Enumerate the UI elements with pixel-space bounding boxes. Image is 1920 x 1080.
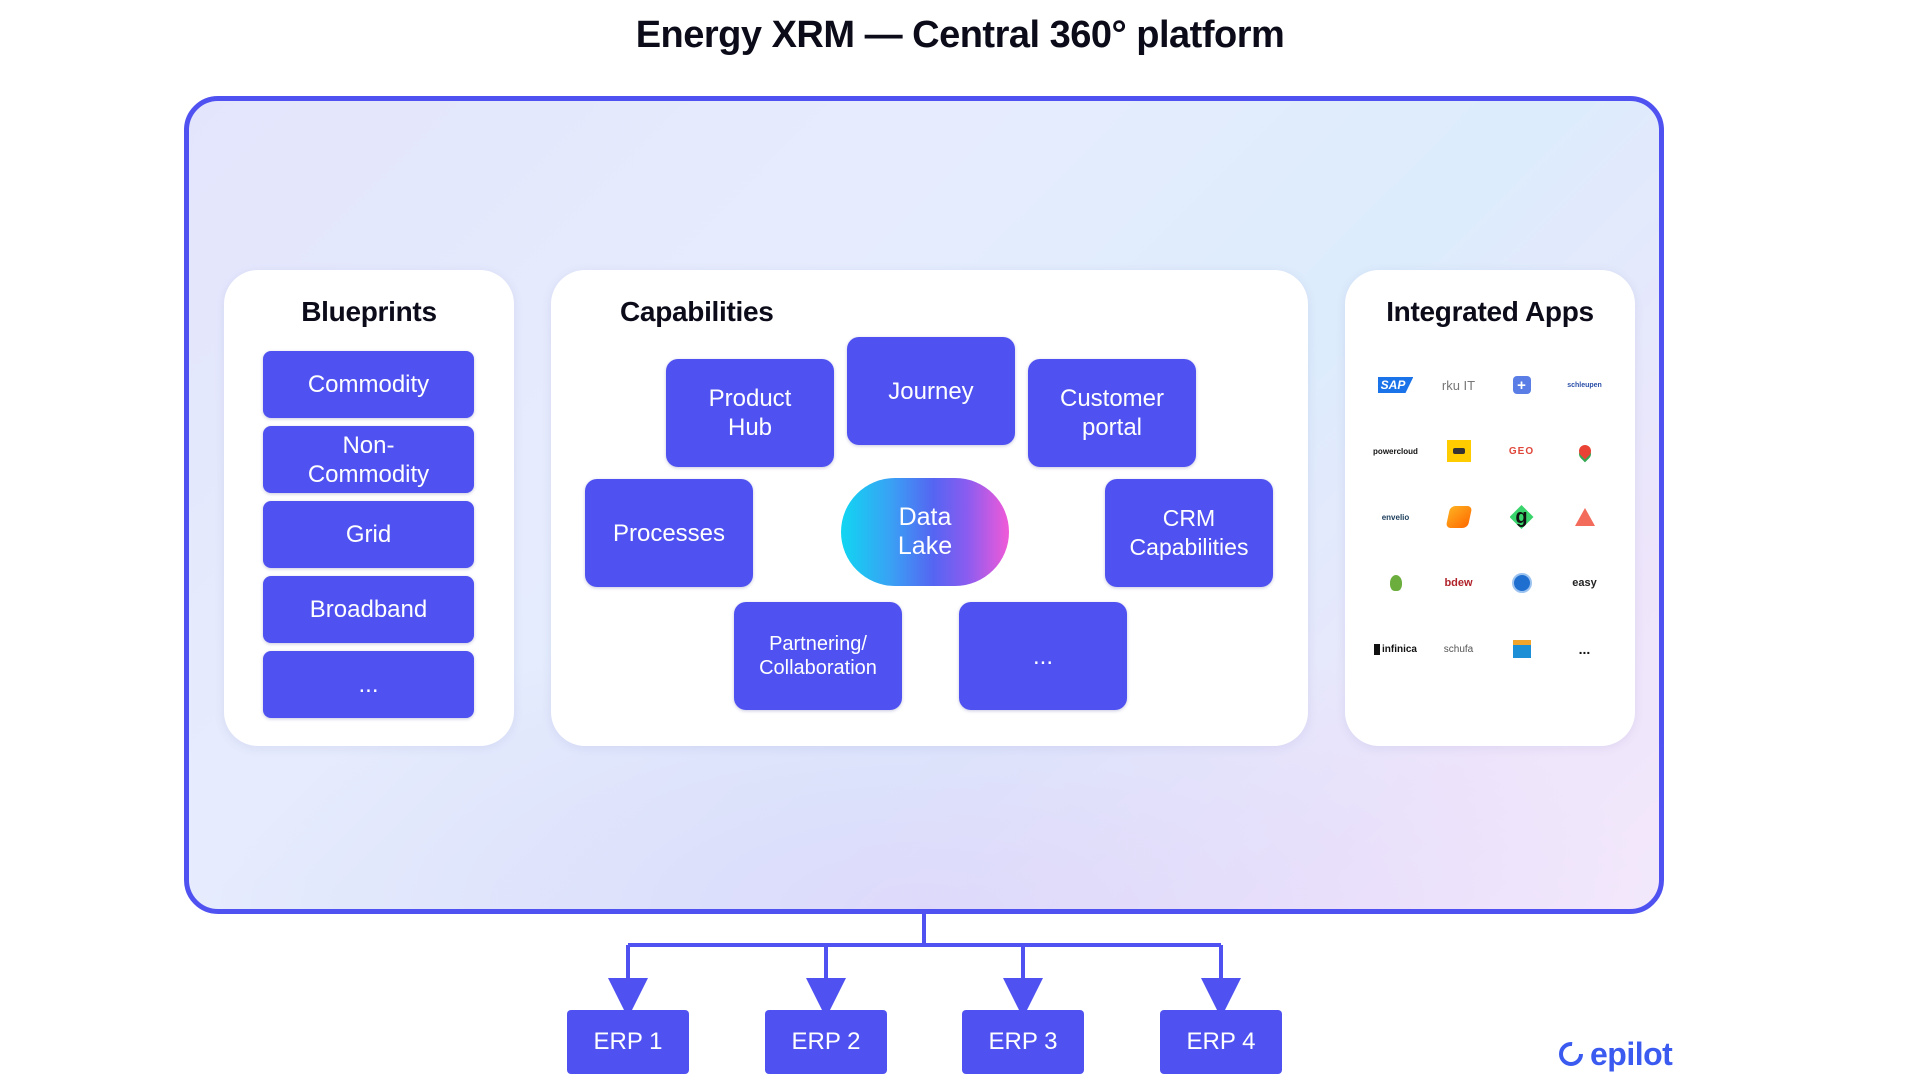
- envelio-logo[interactable]: envelio: [1381, 512, 1410, 522]
- capability-more[interactable]: ...: [959, 602, 1127, 710]
- erp-4[interactable]: ERP 4: [1160, 1010, 1282, 1074]
- ge-logo[interactable]: [1490, 550, 1553, 616]
- blueprint-non-commodity[interactable]: Non- Commodity: [263, 426, 474, 493]
- triangle-logo[interactable]: [1553, 484, 1616, 550]
- powercloud-logo[interactable]: powercloud: [1373, 446, 1418, 456]
- schufa-logo[interactable]: schufa: [1443, 643, 1474, 655]
- geo-logo[interactable]: GEO: [1508, 445, 1535, 457]
- erp-2[interactable]: ERP 2: [765, 1010, 887, 1074]
- epilot-logo: epilot: [1556, 1034, 1673, 1074]
- capability-processes[interactable]: Processes: [585, 479, 753, 587]
- easy-logo[interactable]: easy: [1572, 577, 1597, 589]
- schleupen-logo[interactable]: schleupen: [1567, 381, 1602, 389]
- epilot-mark-icon: [1559, 1042, 1583, 1066]
- blueprints-title: Blueprints: [301, 296, 437, 327]
- capability-partnering[interactable]: Partnering/ Collaboration: [734, 602, 902, 710]
- g-logo[interactable]: g: [1490, 484, 1553, 550]
- capability-customer-portal[interactable]: Customer portal: [1028, 359, 1196, 467]
- infinica-logo[interactable]: infinica: [1364, 616, 1427, 682]
- erp-1[interactable]: ERP 1: [567, 1010, 689, 1074]
- rku-it-logo[interactable]: rku IT: [1441, 377, 1476, 393]
- blueprint-commodity[interactable]: Commodity: [263, 351, 474, 418]
- page-title: Energy XRM — Central 360° platform: [635, 14, 1285, 56]
- deutsche-post-logo[interactable]: [1427, 418, 1490, 484]
- square-logo[interactable]: [1490, 616, 1553, 682]
- blueprint-more[interactable]: ...: [263, 651, 474, 718]
- capabilities-title: Capabilities: [620, 296, 774, 327]
- app-logo-grid: SAP rku IT + schleupen powercloud GEO en…: [1364, 352, 1616, 658]
- capability-crm[interactable]: CRM Capabilities: [1105, 479, 1273, 587]
- sap-logo[interactable]: SAP: [1364, 352, 1427, 418]
- green-logo[interactable]: [1364, 550, 1427, 616]
- integrated-apps-title: Integrated Apps: [1386, 296, 1594, 327]
- capability-journey[interactable]: Journey: [847, 337, 1015, 445]
- capability-product-hub[interactable]: Product Hub: [666, 359, 834, 467]
- erp-3[interactable]: ERP 3: [962, 1010, 1084, 1074]
- plus-logo[interactable]: +: [1490, 352, 1553, 418]
- bdew-logo[interactable]: bdew: [1444, 577, 1473, 589]
- data-lake[interactable]: Data Lake: [841, 478, 1009, 586]
- brand-name: epilot: [1590, 1035, 1673, 1072]
- blueprint-grid[interactable]: Grid: [263, 501, 474, 568]
- more-apps[interactable]: ...: [1578, 641, 1591, 657]
- blueprint-broadband[interactable]: Broadband: [263, 576, 474, 643]
